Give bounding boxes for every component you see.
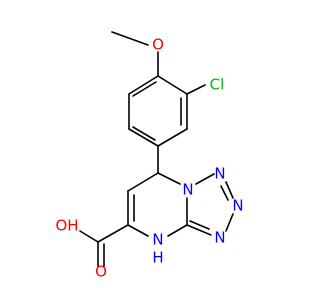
atom-nh-nitrogen: N [152,231,163,249]
bond-cooh-oh [79,230,99,243]
bond-benzene-double-2 [132,126,156,141]
bond-c5-cooh [97,224,129,243]
bond-n1-n2 [195,173,215,185]
bond-benzene-3 [157,128,188,147]
bond-benzene-1 [157,75,188,95]
atom-tetrazole-n3: N [232,197,243,215]
bond-benzene-6 [128,75,159,95]
atom-methoxy-o: O [152,36,164,54]
bond-aryl-cl [186,84,206,95]
atom-acid-hydroxyl: OH [55,217,78,235]
bond-c5-n4 [127,224,149,237]
bond-n1-c7 [157,172,181,185]
atom-tetrazole-n2: N [214,165,225,183]
bond-methyl-o [111,31,149,46]
atom-tetrazole-n4: N [214,229,225,247]
bond-c7-c6 [127,172,159,192]
atom-chlorine: Cl [210,76,225,94]
bond-n2-n3-double [220,185,229,201]
bond-benzene-4 [128,128,159,147]
bond-n3-n4 [225,213,234,232]
atom-labels: O Cl N N N N N H OH O [55,36,243,281]
atom-nh-hydrogen: H [152,249,163,267]
bond-n4-c3a [167,224,188,237]
bond-lines [79,31,234,267]
atom-bridge-nitrogen: N [182,181,193,199]
bond-n2-n3 [225,181,234,199]
atom-acid-carbonyl-o: O [95,263,107,281]
bond-n4-c3a-tz-double [189,220,210,230]
structure-diagram: O Cl N N N N N H OH O [55,31,244,281]
bond-benzene-double-3 [132,81,157,97]
bond-n4-c3a-tz [186,224,212,236]
molecule-drawing: O Cl N N N N N H OH O [55,31,244,281]
